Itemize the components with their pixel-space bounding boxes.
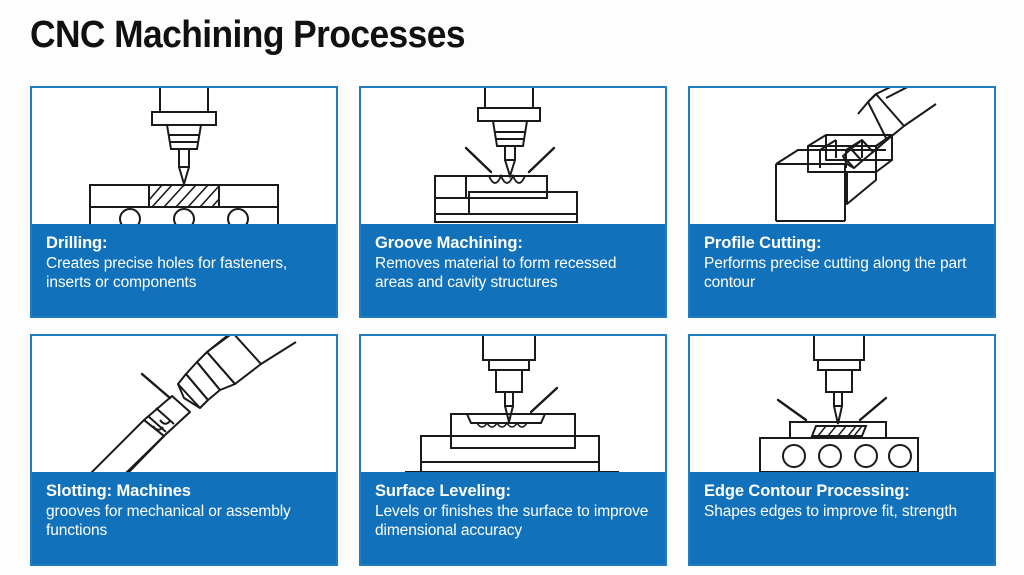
surface-leveling-caption: Surface Leveling: Levels or finishes the… (361, 472, 665, 564)
slotting-body: grooves for mechanical or assembly funct… (46, 502, 291, 539)
groove-machining-body: Removes material to form recessed areas … (375, 254, 617, 291)
drilling-illustration (32, 88, 336, 224)
process-card-edge-contour-processing[interactable]: Edge Contour Processing: Shapes edges to… (688, 334, 996, 566)
edge-contour-body: Shapes edges to improve fit, strength (704, 502, 958, 520)
process-card-profile-cutting[interactable]: Profile Cutting: Performs precise cuttin… (688, 86, 996, 318)
profile-cutting-illustration (690, 88, 994, 224)
drilling-body: Creates precise holes for fasteners, ins… (46, 254, 288, 291)
drilling-caption: Drilling: Creates precise holes for fast… (32, 224, 336, 316)
process-card-drilling[interactable]: Drilling: Creates precise holes for fast… (30, 86, 338, 318)
surface-leveling-body: Levels or finishes the surface to improv… (375, 502, 649, 539)
surface-leveling-illustration (361, 336, 665, 472)
slotting-illustration (32, 336, 336, 472)
edge-contour-caption: Edge Contour Processing: Shapes edges to… (690, 472, 994, 564)
process-card-slotting[interactable]: Slotting: Machines grooves for mechanica… (30, 334, 338, 566)
slotting-title: Slotting: Machines (46, 482, 191, 500)
groove-machining-title: Groove Machining: (375, 234, 523, 252)
profile-cutting-body: Performs precise cutting along the part … (704, 254, 967, 291)
edge-contour-illustration (690, 336, 994, 472)
page-title: CNC Machining Processes (30, 14, 466, 56)
surface-leveling-title: Surface Leveling: (375, 482, 511, 500)
profile-cutting-caption: Profile Cutting: Performs precise cuttin… (690, 224, 994, 316)
groove-machining-illustration (361, 88, 665, 224)
profile-cutting-title: Profile Cutting: (704, 234, 822, 252)
groove-machining-caption: Groove Machining: Removes material to fo… (361, 224, 665, 316)
process-card-groove-machining[interactable]: Groove Machining: Removes material to fo… (359, 86, 667, 318)
slotting-caption: Slotting: Machines grooves for mechanica… (32, 472, 336, 564)
process-card-grid: Drilling: Creates precise holes for fast… (30, 86, 996, 566)
process-card-surface-leveling[interactable]: Surface Leveling: Levels or finishes the… (359, 334, 667, 566)
edge-contour-title: Edge Contour Processing: (704, 482, 910, 500)
drilling-title: Drilling: (46, 234, 108, 252)
